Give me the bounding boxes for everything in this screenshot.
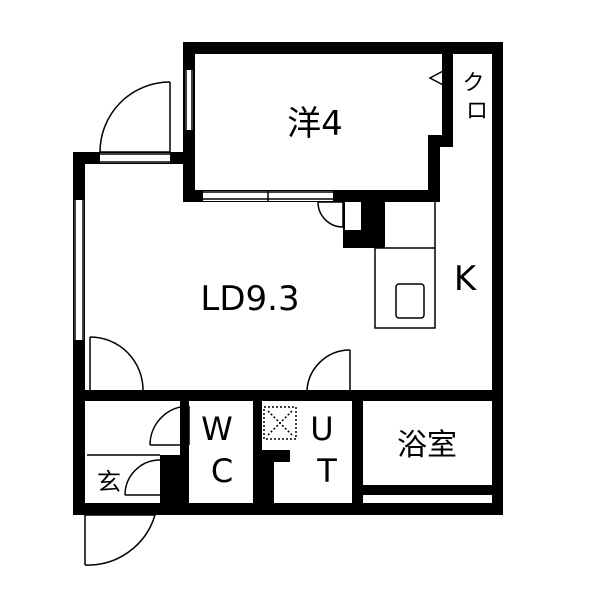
washer-pan: [263, 406, 297, 440]
closet-label-2: ロ: [466, 99, 488, 124]
closet-label: ク ロ: [462, 71, 491, 124]
ldk-label: LD9.3: [200, 279, 299, 319]
kitchen-label: K: [454, 259, 478, 299]
closet-label-1: ク: [462, 71, 484, 96]
kitchen-counter: [374, 199, 436, 329]
wc-label-2: C: [211, 452, 233, 490]
entrance-label: 玄: [97, 468, 121, 496]
wc-label-1: W: [201, 410, 233, 448]
wc-label: W C: [201, 410, 243, 490]
ut-label: U T: [310, 410, 344, 490]
fixtures: [87, 199, 436, 456]
bath-label: 浴室: [397, 428, 457, 463]
windows: [74, 70, 333, 340]
western-room-label: 洋4: [287, 104, 343, 144]
doors: [84, 69, 446, 566]
kitchen-sink: [395, 283, 425, 319]
ut-label-2: T: [316, 452, 337, 490]
ut-label-1: U: [310, 410, 333, 448]
